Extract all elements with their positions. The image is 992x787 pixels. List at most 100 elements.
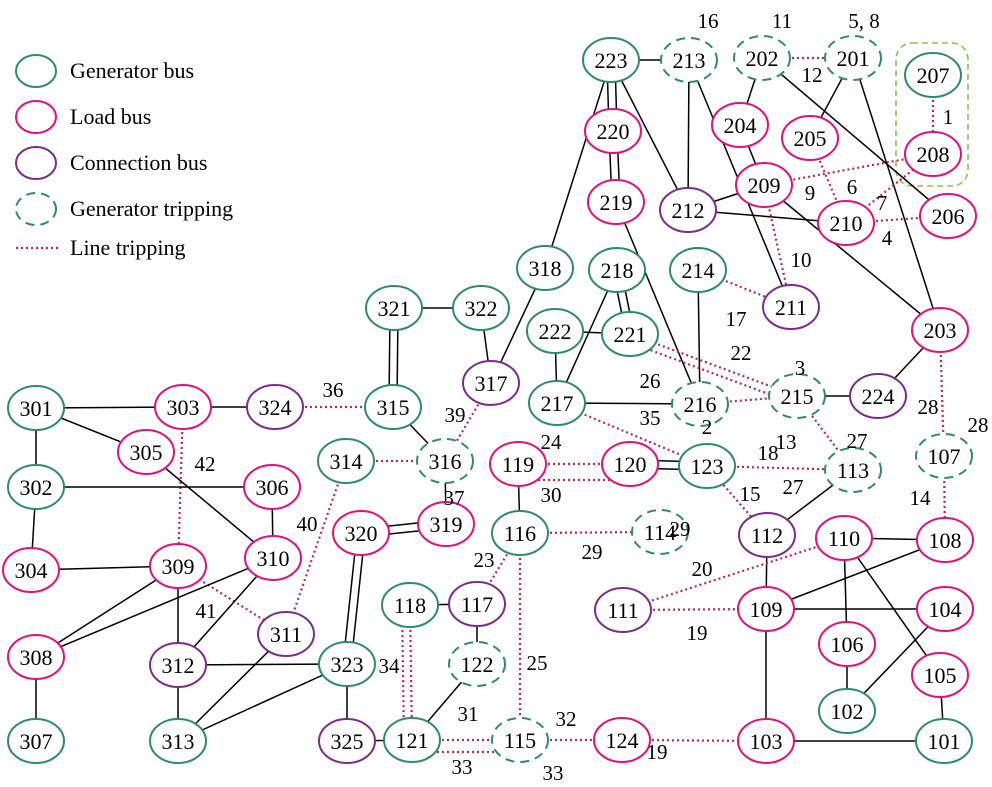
bus-206-circle [919, 193, 977, 239]
bus-205-circle [781, 115, 839, 161]
bus-322: 322 [452, 285, 510, 331]
bus-120-label: 120 [614, 452, 647, 477]
bus-214-circle [669, 247, 727, 293]
bus-301-label: 301 [20, 396, 53, 421]
edge-label: 15 [740, 482, 761, 506]
bus-121-circle [383, 717, 441, 763]
edge-label: 23 [474, 548, 495, 572]
bus-222: 222 [526, 308, 584, 354]
bus-112-label: 112 [751, 523, 783, 548]
line-223-318 [544, 59, 612, 269]
bus-302-circle [7, 464, 65, 510]
edge-label: 18 [758, 441, 779, 465]
bus-308-circle [7, 634, 65, 680]
edge-label: 13 [776, 430, 797, 454]
edge-label: 2 [702, 415, 713, 439]
bus-301-circle [7, 385, 65, 431]
bus-109-label: 109 [750, 597, 783, 622]
bus-306: 306 [243, 464, 301, 510]
bus-212: 212 [659, 187, 717, 233]
bus-325-circle [318, 718, 376, 764]
bus-312-circle [149, 642, 207, 688]
bus-119-label: 119 [502, 452, 534, 477]
bus-104-circle [916, 586, 974, 632]
bus-102: 102 [818, 688, 876, 734]
line-323-313 [177, 663, 348, 742]
bus-201-label: 201 [837, 46, 870, 71]
bus-112: 112 [738, 512, 796, 558]
bus-302-label: 302 [20, 475, 53, 500]
bus-103-label: 103 [750, 729, 783, 754]
bus-325: 325 [318, 718, 376, 764]
bus-308: 308 [7, 634, 65, 680]
bus-208-label: 208 [917, 142, 950, 167]
bus-112-circle [738, 512, 796, 558]
bus-216-label: 216 [684, 392, 717, 417]
bus-119-circle [489, 441, 547, 487]
bus-308-label: 308 [20, 645, 53, 670]
edge-label: 39 [445, 403, 466, 427]
bus-220-circle [584, 108, 642, 154]
bus-318: 318 [516, 245, 574, 291]
line-223-212 [610, 59, 689, 211]
bus-224-label: 224 [862, 384, 895, 409]
legend-generator-tripping-label: Generator tripping [70, 196, 233, 221]
bus-218-label: 218 [601, 258, 634, 283]
bus-111: 111 [594, 587, 652, 633]
bus-209-label: 209 [748, 173, 781, 198]
bus-108-circle [916, 517, 974, 563]
bus-316: 316 [416, 438, 474, 484]
bus-121: 121 [383, 717, 441, 763]
bus-318-circle [516, 245, 574, 291]
bus-113-label: 113 [837, 458, 869, 483]
line-201-203 [852, 57, 941, 331]
bus-313-circle [149, 718, 207, 764]
bus-203-circle [911, 307, 969, 353]
edge-label: 27 [783, 475, 804, 499]
bus-101: 101 [915, 718, 973, 764]
bus-115-circle [491, 717, 549, 763]
bus-317-label: 317 [475, 371, 508, 396]
bus-315: 315 [364, 384, 422, 430]
line-219-216 [615, 201, 701, 405]
bus-115-label: 115 [504, 728, 536, 753]
bus-213-circle [660, 37, 718, 83]
edge-label: 29 [582, 540, 603, 564]
bus-325-label: 325 [331, 729, 364, 754]
bus-306-label: 306 [256, 475, 289, 500]
bus-319-label: 319 [430, 512, 463, 537]
bus-321-label: 321 [378, 296, 411, 321]
bus-307-label: 307 [20, 729, 53, 754]
line-110-105 [843, 537, 941, 676]
bus-320-label: 320 [345, 521, 378, 546]
bus-314: 314 [317, 438, 375, 484]
bus-222-label: 222 [539, 319, 572, 344]
bus-218: 218 [588, 247, 646, 293]
bus-203: 203 [911, 307, 969, 353]
edge-label: 24 [541, 430, 563, 454]
edge-label: 19 [647, 740, 668, 764]
edge-label: 22 [731, 341, 752, 365]
bus-321-circle [365, 285, 423, 331]
bus-307-circle [7, 718, 65, 764]
bus-202-circle [733, 35, 791, 81]
bus-105-circle [911, 652, 969, 698]
line-305-310 [145, 451, 274, 559]
bus-118-circle [381, 582, 439, 628]
line-108-109 [765, 539, 946, 610]
bus-221: 221 [601, 311, 659, 357]
bus-207: 207 [904, 52, 962, 98]
bus-124-circle [593, 717, 651, 763]
bus-317-circle [462, 360, 520, 406]
edge-label: 41 [196, 599, 217, 623]
bus-219: 219 [587, 179, 645, 225]
bus-208-circle [904, 131, 962, 177]
bus-221-circle [601, 311, 659, 357]
edge-label: 42 [195, 452, 216, 476]
bus-204: 204 [711, 102, 769, 148]
bus-207-circle [904, 52, 962, 98]
bus-320-circle [332, 510, 390, 556]
bus-110-circle [815, 515, 873, 561]
edge-label: 30 [541, 483, 562, 507]
